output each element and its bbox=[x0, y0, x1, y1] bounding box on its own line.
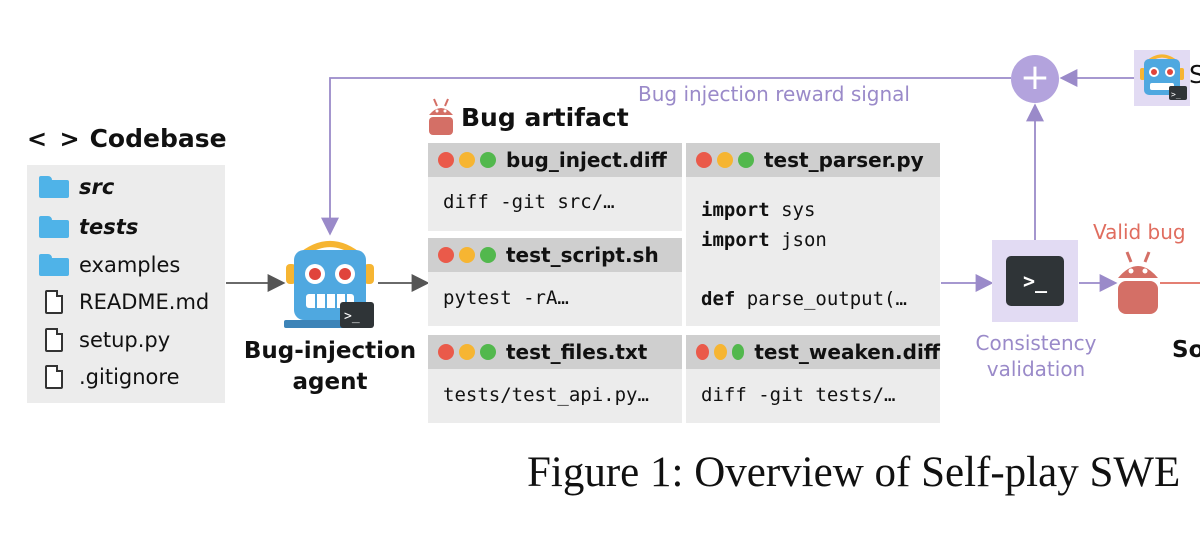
folder-icon bbox=[39, 216, 69, 238]
bug-icon bbox=[429, 98, 453, 135]
codebase-title: < > Codebase bbox=[27, 124, 227, 153]
codebase-panel: src tests examples README.md setup.py .g… bbox=[27, 165, 225, 403]
green-dot-icon bbox=[480, 247, 496, 263]
file-name: src bbox=[79, 175, 115, 199]
yellow-dot-icon bbox=[459, 247, 475, 263]
consistency-label: Consistency validation bbox=[970, 330, 1102, 382]
file-name: README.md bbox=[79, 290, 210, 314]
file-name: tests bbox=[79, 215, 139, 239]
card-code: tests/test_api.py… bbox=[443, 384, 649, 406]
file-row-tests[interactable]: tests bbox=[39, 215, 138, 239]
green-dot-icon bbox=[480, 344, 496, 360]
red-dot-icon bbox=[438, 344, 454, 360]
file-name: setup.py bbox=[79, 328, 171, 352]
folder-icon bbox=[39, 176, 69, 198]
code-keyword: def bbox=[701, 288, 736, 310]
green-dot-icon bbox=[480, 152, 496, 168]
consistency-validation-box: >_ bbox=[992, 240, 1078, 322]
cut-off-label-bottom: So bbox=[1172, 337, 1200, 363]
file-row-readme[interactable]: README.md bbox=[39, 290, 209, 314]
agent-label-line1: Bug-injection bbox=[243, 338, 417, 364]
card-header: test_script.sh bbox=[428, 238, 682, 272]
card-file-name: test_script.sh bbox=[506, 243, 659, 267]
file-icon bbox=[45, 365, 63, 389]
card-file-name: bug_inject.diff bbox=[506, 148, 667, 172]
agent-label-line2: agent bbox=[292, 369, 368, 395]
codebase-title-text: Codebase bbox=[89, 124, 227, 153]
card-code: diff -git src/… bbox=[443, 191, 615, 213]
bug-icon bbox=[1118, 251, 1158, 314]
cut-off-label-top: S bbox=[1189, 60, 1200, 89]
svg-text:>_: >_ bbox=[1171, 90, 1181, 99]
robot-icon: >_ bbox=[284, 241, 374, 328]
card-file-name: test_parser.py bbox=[764, 148, 924, 172]
yellow-dot-icon bbox=[459, 152, 475, 168]
red-dot-icon bbox=[438, 152, 454, 168]
card-code-line: import json bbox=[701, 229, 827, 251]
green-dot-icon bbox=[738, 152, 754, 168]
red-dot-icon bbox=[438, 247, 454, 263]
plus-icon: + bbox=[1011, 55, 1059, 103]
card-file-name: test_weaken.diff bbox=[754, 340, 941, 364]
code-text: json bbox=[769, 229, 827, 251]
card-header: bug_inject.diff bbox=[428, 143, 682, 177]
solver-robot-box: >_ bbox=[1134, 50, 1190, 106]
svg-text:>_: >_ bbox=[344, 309, 360, 324]
file-name: examples bbox=[79, 253, 181, 277]
card-code: diff -git tests/… bbox=[701, 384, 896, 406]
green-dot-icon bbox=[731, 344, 745, 360]
code-text: parse_output(… bbox=[735, 288, 907, 310]
artifact-card-bug-inject[interactable]: bug_inject.diff diff -git src/… bbox=[428, 143, 682, 231]
code-keyword: import bbox=[701, 199, 770, 221]
consistency-label-line1: Consistency bbox=[975, 331, 1097, 355]
code-brackets-icon: < > bbox=[27, 124, 82, 153]
file-icon bbox=[45, 290, 63, 314]
file-name: .gitignore bbox=[79, 365, 180, 389]
figure-caption: Figure 1: Overview of Self-play SWE bbox=[527, 449, 1181, 496]
card-file-name: test_files.txt bbox=[506, 340, 648, 364]
red-dot-icon bbox=[696, 152, 712, 168]
valid-bug-label: Valid bug bbox=[1093, 220, 1186, 244]
card-header: test_parser.py bbox=[686, 143, 940, 177]
file-icon bbox=[45, 328, 63, 352]
file-row-examples[interactable]: examples bbox=[39, 253, 180, 277]
card-code-line: import sys bbox=[701, 199, 815, 221]
red-dot-icon bbox=[696, 344, 709, 360]
file-row-setup[interactable]: setup.py bbox=[39, 328, 170, 352]
artifact-card-test-script[interactable]: test_script.sh pytest -rA… bbox=[428, 238, 682, 326]
card-code: pytest -rA… bbox=[443, 287, 569, 309]
artifact-title: Bug artifact bbox=[461, 103, 629, 132]
code-text: sys bbox=[769, 199, 816, 221]
artifact-card-test-parser[interactable]: test_parser.py import sys import json de… bbox=[686, 143, 940, 326]
card-header: test_weaken.diff bbox=[686, 335, 940, 369]
reward-signal-label: Bug injection reward signal bbox=[638, 82, 910, 106]
robot-icon: >_ bbox=[1140, 54, 1187, 100]
artifact-card-test-files[interactable]: test_files.txt tests/test_api.py… bbox=[428, 335, 682, 423]
file-row-src[interactable]: src bbox=[39, 175, 114, 199]
reward-loop-arrow bbox=[321, 77, 1011, 236]
card-header: test_files.txt bbox=[428, 335, 682, 369]
yellow-dot-icon bbox=[713, 344, 727, 360]
terminal-icon: >_ bbox=[1006, 256, 1064, 306]
folder-icon bbox=[39, 254, 69, 276]
card-code-line: def parse_output(… bbox=[701, 288, 907, 310]
artifact-card-test-weaken[interactable]: test_weaken.diff diff -git tests/… bbox=[686, 335, 940, 423]
consistency-label-line2: validation bbox=[986, 357, 1086, 381]
agent-label: Bug-injection agent bbox=[240, 336, 420, 398]
file-row-gitignore[interactable]: .gitignore bbox=[39, 365, 180, 389]
yellow-dot-icon bbox=[459, 344, 475, 360]
code-keyword: import bbox=[701, 229, 770, 251]
yellow-dot-icon bbox=[717, 152, 733, 168]
